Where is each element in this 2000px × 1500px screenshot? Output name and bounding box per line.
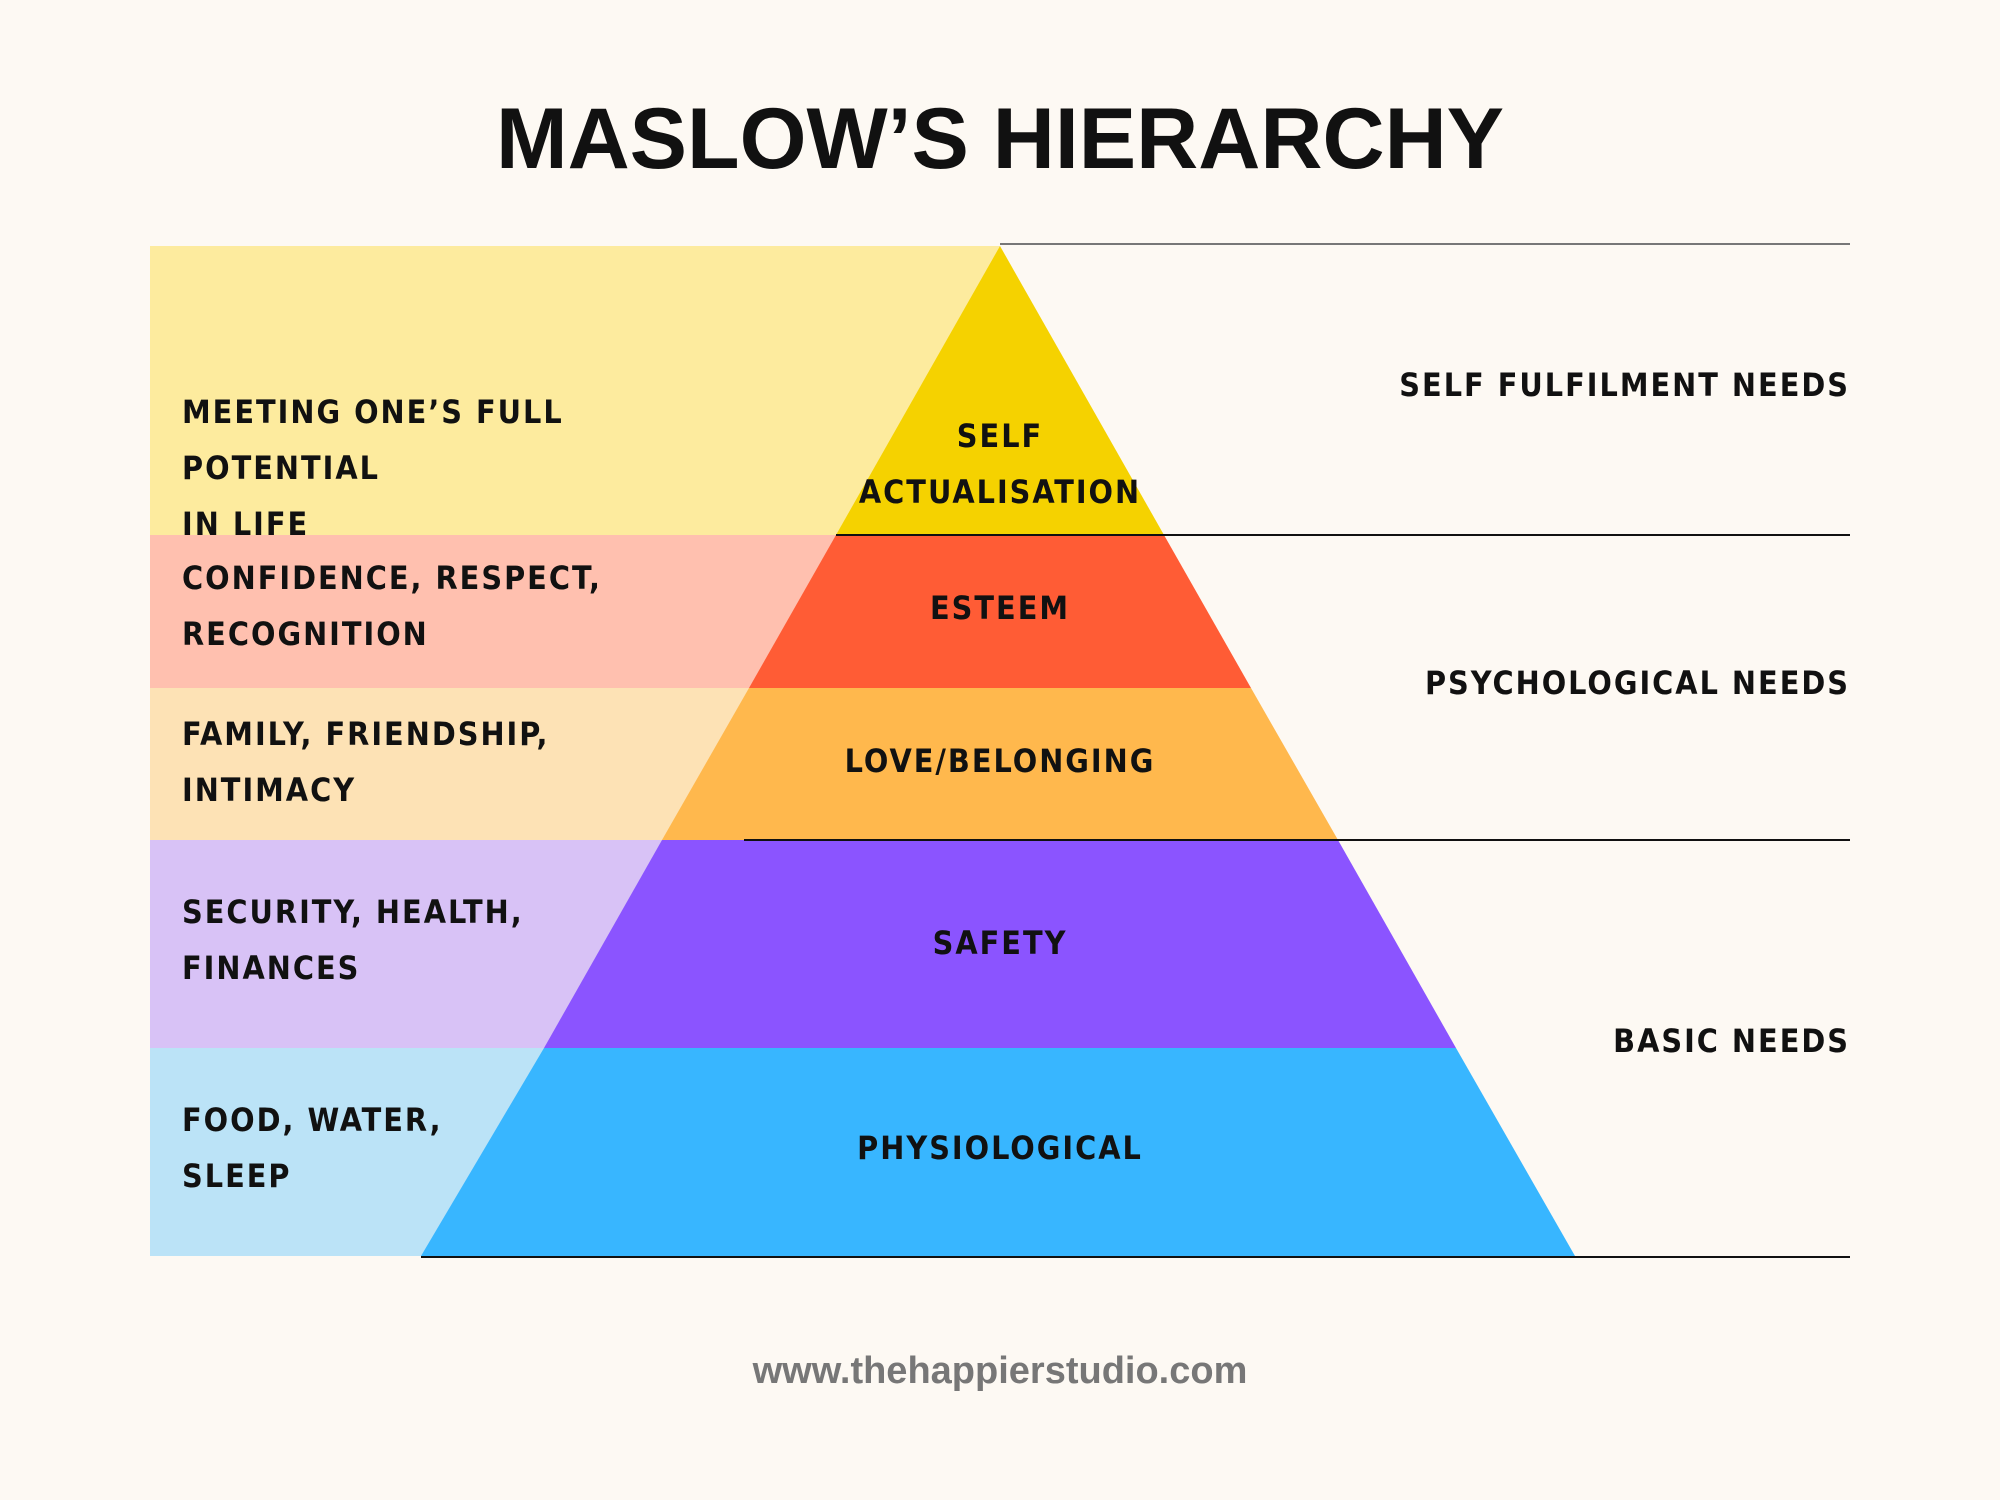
pyramid-level-love-belonging — [662, 688, 1338, 840]
website-url: www.thehappierstudio.com — [752, 1350, 1248, 1392]
level-label-physiological: PHYSIOLOGICAL — [857, 1129, 1143, 1167]
level-label-esteem: ESTEEM — [929, 589, 1071, 627]
description-self-actualisation: MEETING ONE’S FULL POTENTIAL IN LIFE — [182, 393, 564, 543]
category-self-fulfilment: SELF FULFILMENT NEEDS — [1399, 366, 1850, 404]
category-basic: BASIC NEEDS — [1613, 1022, 1850, 1060]
pyramid-level-esteem — [749, 535, 1251, 688]
description-physiological: FOOD, WATER, SLEEP — [182, 1101, 443, 1195]
pyramid-level-safety — [544, 840, 1456, 1048]
category-psychological: PSYCHOLOGICAL NEEDS — [1424, 664, 1850, 702]
level-label-self-actualisation: SELF ACTUALISATION — [858, 417, 1142, 511]
description-safety: SECURITY, HEALTH, FINANCES — [182, 893, 524, 987]
band-love-belonging — [150, 688, 750, 840]
pyramid-level-self-actualisation — [836, 246, 1164, 535]
pyramid-level-physiological — [421, 1048, 1575, 1256]
page-title: MASLOW’S HIERARCHY — [495, 91, 1505, 187]
level-label-safety: SAFETY — [932, 924, 1068, 962]
level-label-love-belonging: LOVE/BELONGING — [844, 742, 1156, 780]
description-love-belonging: FAMILY, FRIENDSHIP, INTIMACY — [182, 715, 550, 809]
description-esteem: CONFIDENCE, RESPECT, RECOGNITION — [182, 559, 602, 653]
band-self-actualisation — [150, 246, 1000, 535]
band-esteem — [150, 535, 850, 688]
